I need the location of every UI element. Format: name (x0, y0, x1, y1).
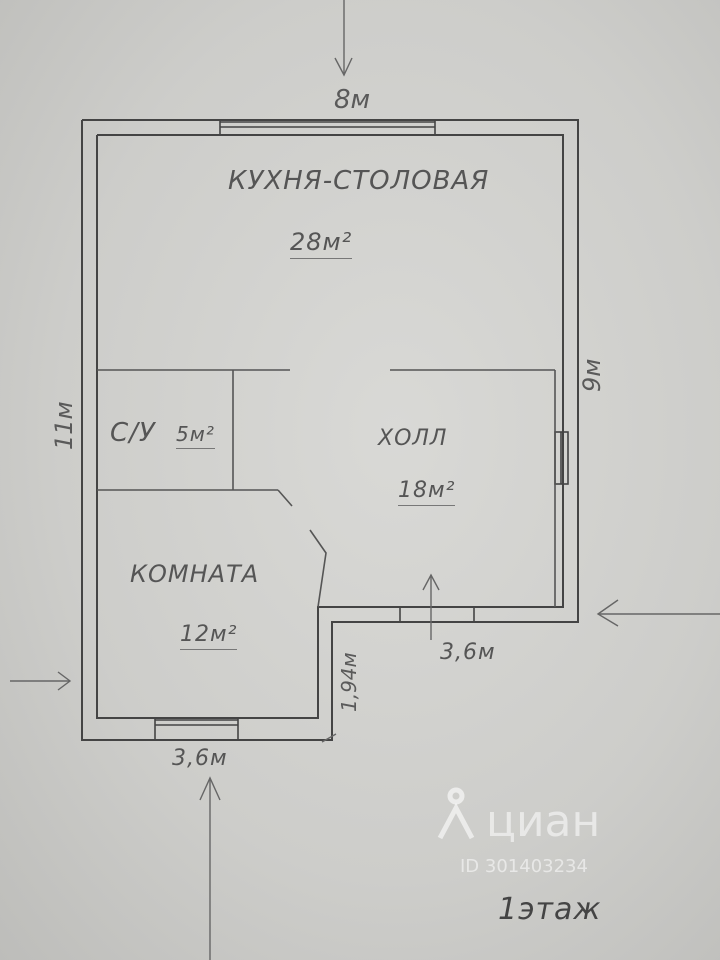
kitchen-name: КУХНЯ-СТОЛОВАЯ (228, 166, 490, 196)
dimension-step-bottom: 3,6м (440, 640, 496, 665)
bathroom-area: 5м² (176, 422, 215, 449)
dimension-bottom: 3,6м (172, 746, 228, 771)
room-right-wall (309, 529, 327, 608)
room-area: 12м² (180, 622, 238, 650)
arrows (10, 0, 720, 960)
bottom-window (154, 718, 239, 740)
entrance-door (399, 607, 475, 622)
top-window (219, 120, 436, 135)
dimension-ticks (321, 733, 337, 743)
kitchen-area: 28м² (290, 228, 353, 259)
hall-area: 18м² (398, 478, 456, 506)
outer-wall-inner-line (96, 134, 564, 719)
room-door-wall (277, 489, 293, 507)
watermark-id: ID 301403234 (460, 856, 588, 877)
dimension-top: 8м (334, 85, 370, 115)
dimension-left: 11м (50, 401, 78, 450)
dimension-right: 9м (578, 359, 606, 392)
hall-name: ХОЛЛ (378, 426, 448, 451)
cian-logo-icon (437, 787, 475, 840)
bathroom-name: С/У (110, 418, 156, 448)
interior-walls (97, 369, 556, 608)
outer-wall-outer-line (81, 119, 579, 741)
room-name: КОМНАТА (130, 560, 260, 588)
dimension-step-height: 1,94м (337, 652, 361, 712)
watermark-brand: циан (486, 796, 601, 847)
outer-walls (81, 119, 579, 741)
floor-label: 1этаж (498, 892, 602, 927)
right-window (554, 431, 569, 485)
